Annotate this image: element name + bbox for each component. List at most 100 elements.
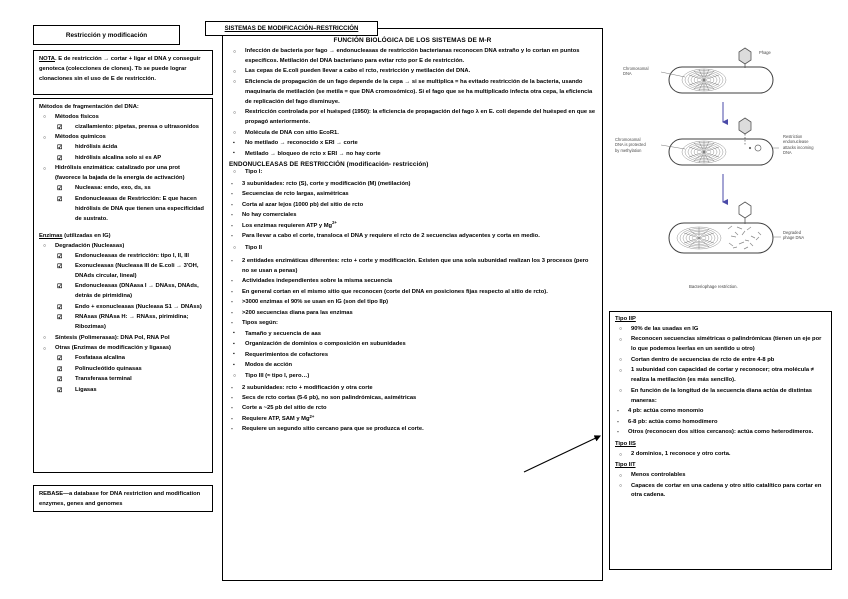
list-item-text: Requiere un segundo sitio cercano para q… [242,426,424,433]
list-item: ☑ Nucleasa: endo, exo, ds, ss [55,184,207,194]
list-item: - Los enzimas requieren ATP y Mg2+ [229,220,596,232]
tipo-iis-heading: Tipo IIS [615,441,636,448]
tipo-iii-label: Tipo III (≈ tipo I, pero…) [245,372,310,379]
checkbox-icon: ☑ [57,377,63,384]
dash-bullet-icon: - [231,309,233,316]
list-item-label: Degradación (Nucleasas) [55,242,125,249]
dash-bullet-icon: - [617,418,619,425]
list-item: ☑ Endo + exonucleasas (Nucleasa S1 → DNA… [55,303,207,313]
list-item: ○ Las cepas de E.coli pueden llevar a ca… [229,67,596,77]
left-title-box: Restricción y modificación [33,25,180,45]
list-item-label: Ligasas [75,386,97,393]
sub-list: ☑ hidrólisis ácida ☑ hidrólisis alcalina… [55,143,207,163]
list-item-text: 1 subunidad con capacidad de cortar y re… [631,367,814,384]
chromosomal-dna-coil-2 [681,140,727,164]
dash-bullet-icon: - [231,415,233,422]
circle-bullet-icon: ○ [43,345,47,352]
list-item: -6-8 pb: actúa como homodímero [615,418,826,428]
list-item: - Secs de rcto cortas (5-6 pb), no son pa… [229,394,596,404]
list-item: ☑ Transferasa terminal [55,375,207,385]
left-title-text: Restricción y modificación [65,31,148,39]
rebase-text: REBASE—a database for DNA restriction an… [39,491,201,507]
circle-bullet-icon: ○ [619,483,623,489]
tipo-iii-list: ○ Tipo III (≈ tipo I, pero…) [229,372,596,382]
dash-bullet-icon: - [231,426,233,433]
list-item-text: Modos de acción [245,362,293,369]
list-item-label: Hidrólisis enzimática: catalizado por un… [55,165,185,182]
incoming-dna-dot [748,146,752,150]
tipo-ii-list: ○ Tipo II [229,244,596,254]
tipo-iip-list: ○90% de las usadas en IG ○Reconocen secu… [615,325,826,407]
enzimas-heading-underlined: Enzimas [39,232,63,239]
sub-list: ☑ cizallamiento: pipetas, prensa o ultra… [55,123,207,133]
list-item-text: Molécula de DNA con sitio EcoR1. [245,129,339,136]
metodos-enzimas-box: Métodos de fragmentación del DNA: ○ Méto… [33,98,213,473]
list-item: ▪Modos de acción [229,361,596,371]
list-item: ○ Tipo I: [229,168,596,178]
dash-bullet-icon: - [231,191,233,198]
circle-bullet-icon: ○ [619,336,623,343]
list-item: -Otros (reconocen dos sitios cercanos): … [615,428,826,438]
list-item: -Para llevar a cabo el corte, transloca … [229,232,596,242]
metodos-list: ○ Métodos físicos ☑ cizallamiento: pipet… [39,113,207,225]
list-item-text: Secs de rcto cortas (5-6 pb), no son pal… [242,395,417,401]
list-item: ○ Métodos físicos ☑ cizallamiento: pipet… [39,113,207,133]
list-item: - Requiere un segundo sitio cercano para … [229,425,596,435]
funcion-biologica-title: FUNCIÓN BIOLÓGICA DE LOS SISTEMAS DE M-R [333,37,492,44]
list-item-label: hidrólisis ácida [75,144,118,151]
list-item-label: Otras (Enzimas de modificación y ligasas… [55,345,171,352]
dash-bullet-icon: - [231,222,233,229]
list-item-label: Endo + exonucleasas (Nucleasa S1 → DNAss… [75,303,202,310]
list-item-text: Corta al azar lejos (1000 pb) del sitio … [242,201,364,208]
list-item: ○Reconocen secuencias simétricas o palin… [615,335,826,355]
checkbox-icon: ☑ [57,304,63,311]
phage-label: Phage [759,50,771,55]
list-item: ☑ hidrólisis alcalina solo si es AP [55,154,207,164]
diagram-caption: Bacteriophage restriction. [689,284,738,289]
stage-3-group [668,201,781,254]
tipo-ii-items: - 2 entidades enzimáticas diferentes: rct… [229,257,596,329]
dash-bullet-icon: - [231,395,233,401]
list-item-text: >200 secuencias diana para las enzimas [242,309,353,316]
list-item-label: Fosfatasa alcalina [75,355,125,362]
list-item: ☑ Ligasas [55,386,207,396]
dash-bullet-icon: - [231,299,233,306]
checkbox-icon: ☑ [57,366,63,373]
dash-bullet-icon: - [231,320,233,327]
phage-1 [738,47,752,68]
dash-bullet-icon: - [231,405,233,412]
list-item-text: Para llevar a cabo el corte, transloca e… [242,232,540,239]
list-item: - Requiere ATP, SAM y Mg2+ [229,413,596,425]
checkbox-icon: ☑ [57,155,63,162]
circle-bullet-icon: ○ [233,130,237,137]
square-bullet-icon: ▪ [233,139,235,146]
dash-bullet-icon: - [617,408,619,415]
list-item-text: 3 subunidades: rcto (S), corte y modific… [242,180,411,187]
list-item: ☑ Endonucleasas de restricción: tipo I, … [55,252,207,262]
phage-3-empty [738,201,752,224]
list-item: ▪Organización de dominios o composición … [229,340,596,350]
list-item: ▪ No metilado → reconocido x ERI → corte [229,139,596,149]
list-item-text: Los enzimas requieren ATP y Mg2+ [242,220,337,229]
list-item-text: 2 entidades enzimáticas diferentes: rcto… [242,257,589,274]
rebase-box: REBASE—a database for DNA restriction an… [33,485,213,512]
checkbox-icon: ☑ [57,124,63,131]
list-item-text: 2 subunidades: rcto + modificación y otr… [242,384,373,391]
nota-paragraph: NOTA. E de restricción → cortar + ligar … [39,55,207,85]
list-item-text: Cortan dentro de secuencias de rcto de e… [631,356,775,363]
dash-bullet-icon: - [231,288,233,295]
circle-bullet-icon: ○ [619,367,623,374]
checkbox-icon: ☑ [57,356,63,363]
list-item: ○ Hidrólisis enzimática: catalizado por … [39,164,207,224]
list-item: -Secuencias de rcto largas, asimétricas [229,190,596,200]
list-item-text: Requiere ATP, SAM y Mg2+ [242,413,315,422]
circle-bullet-icon: ○ [43,114,47,121]
list-item-text: Capaces de cortar en una cadena y otro s… [631,482,822,499]
list-item-text: Corte a ~25 pb del sitio de rcto [242,405,327,412]
list-item-text: 2 dominios, 1 reconoce y otro corta. [631,451,731,458]
enzimas-heading: Enzimas (utilizadas en IG) [39,232,207,242]
